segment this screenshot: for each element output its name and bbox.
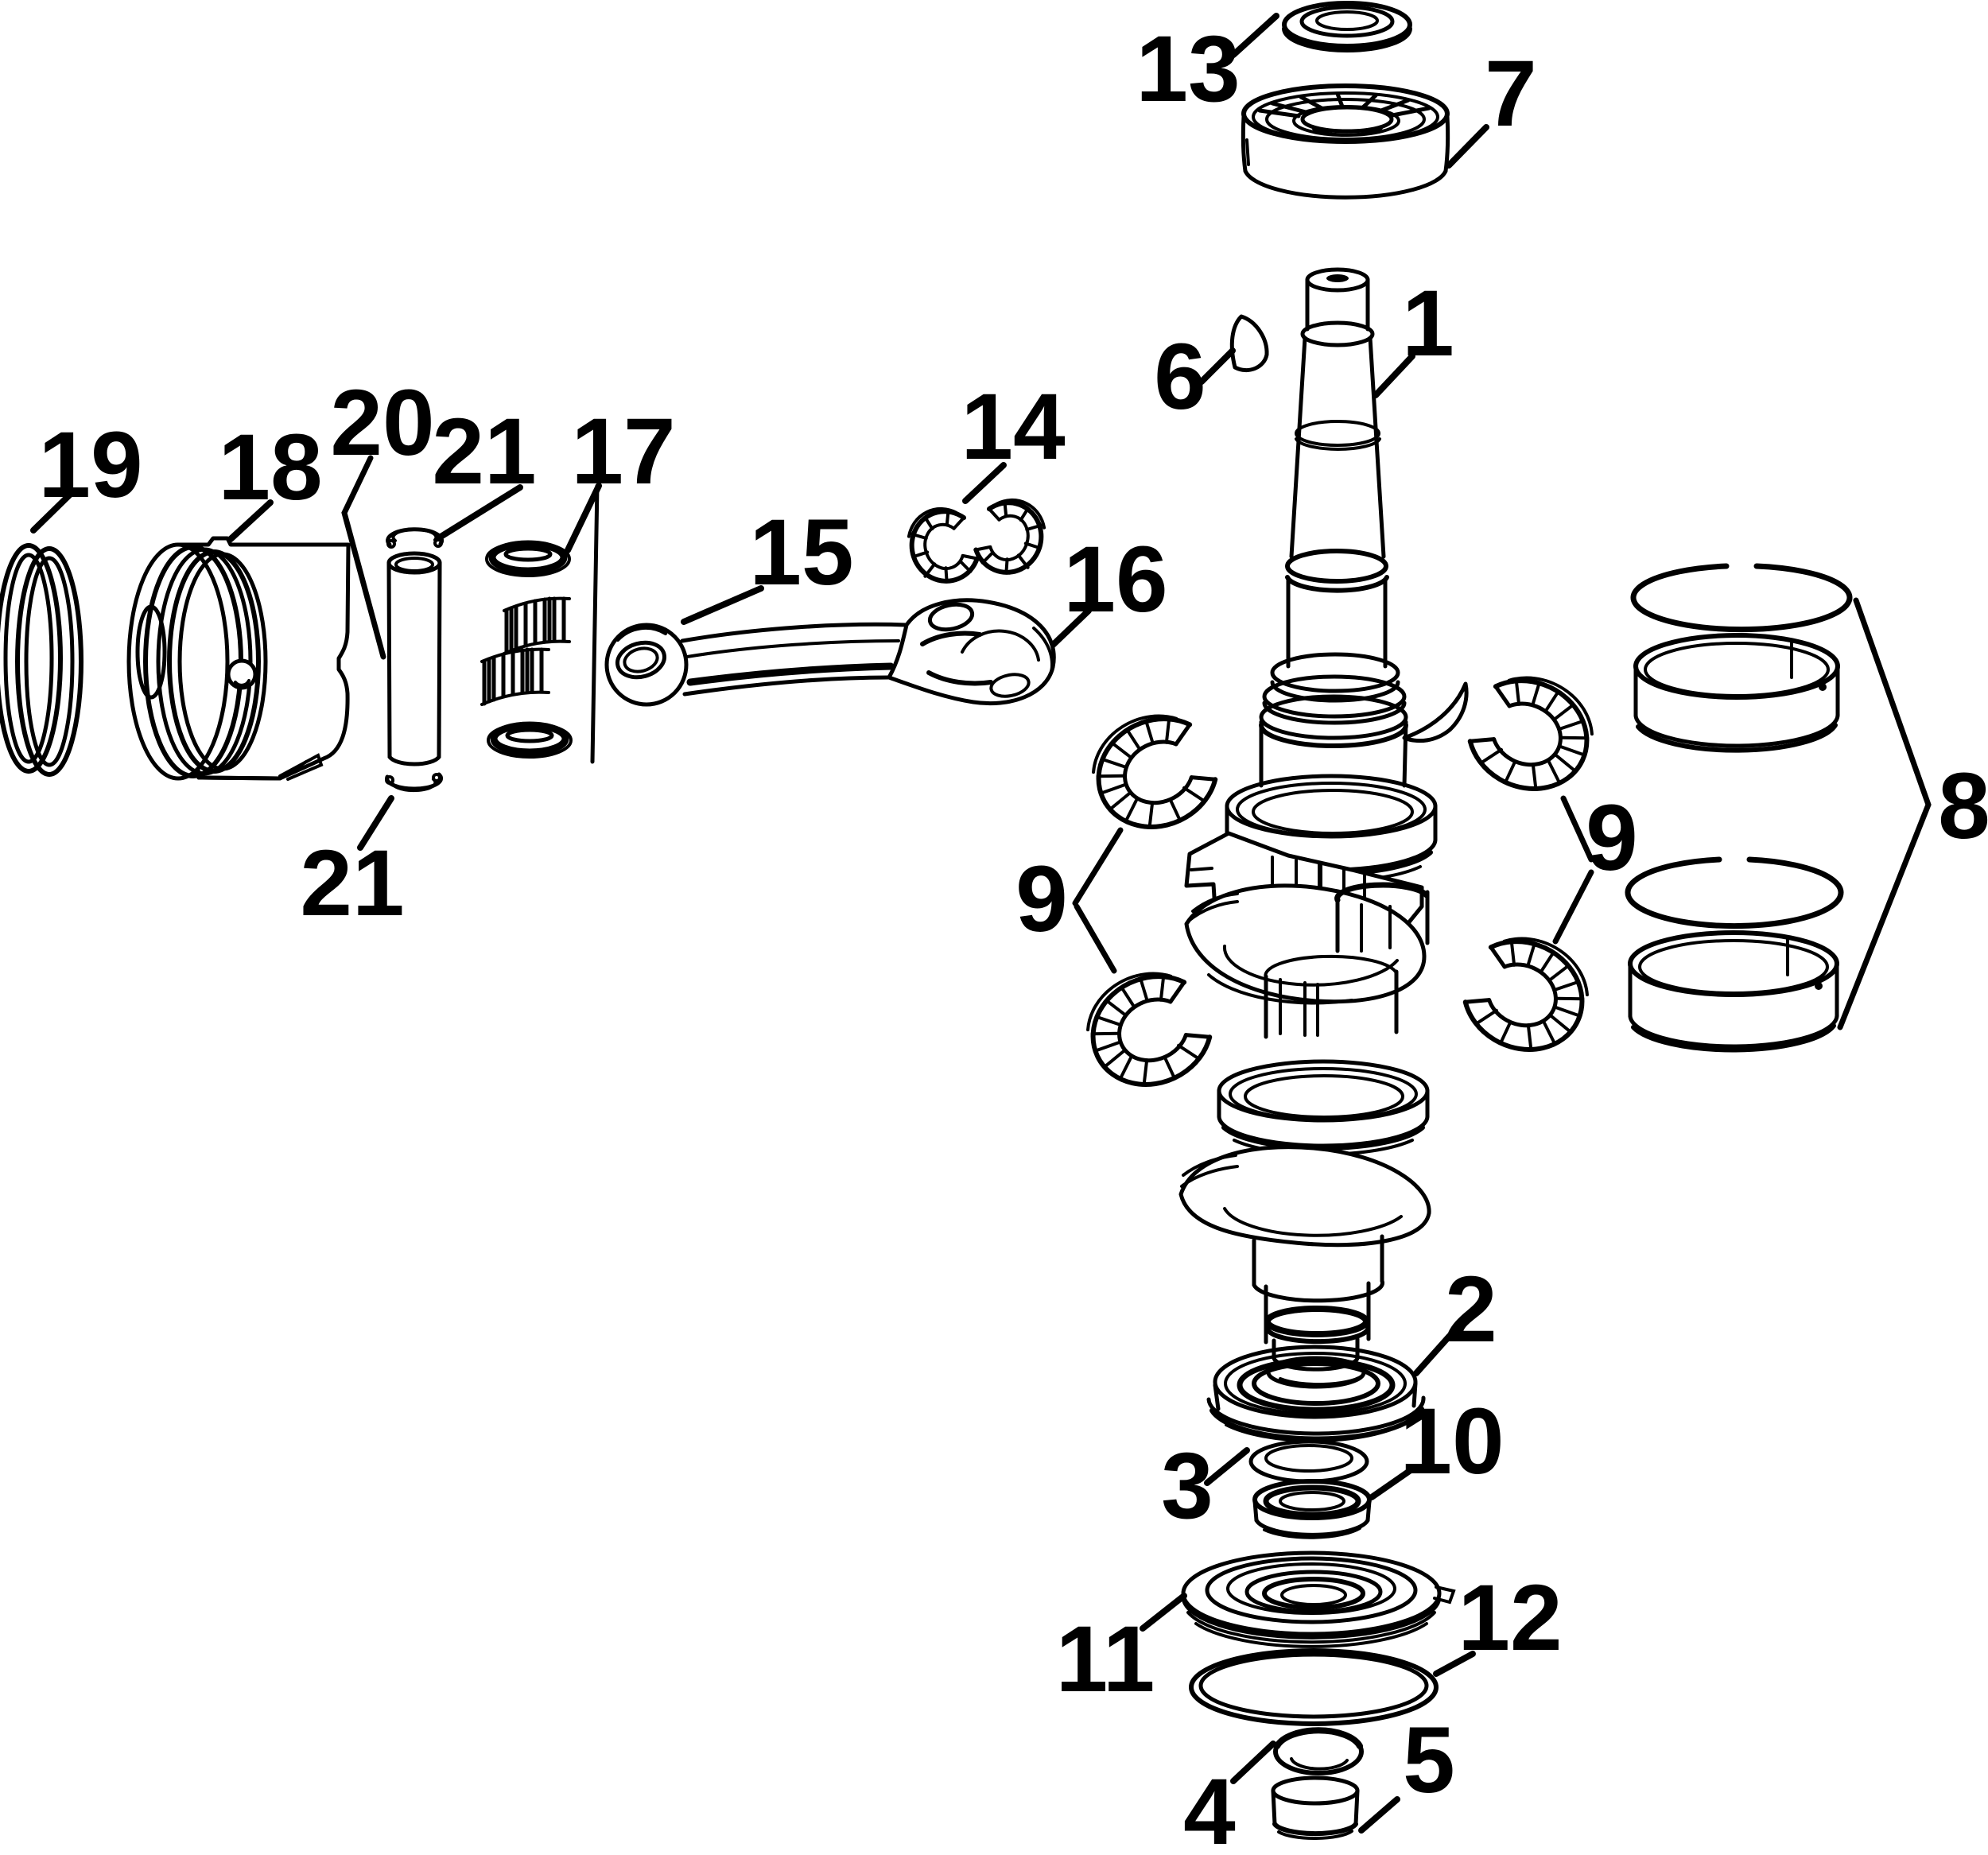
svg-text:14: 14: [961, 374, 1065, 479]
svg-text:2: 2: [1445, 1257, 1497, 1362]
svg-text:15: 15: [749, 500, 853, 605]
svg-text:5: 5: [1403, 1708, 1455, 1813]
svg-text:11: 11: [1056, 1607, 1155, 1712]
svg-text:19: 19: [38, 413, 142, 518]
svg-text:10: 10: [1400, 1389, 1504, 1494]
svg-text:17: 17: [571, 399, 675, 504]
svg-text:9: 9: [1015, 847, 1068, 952]
svg-text:3: 3: [1161, 1434, 1213, 1539]
svg-text:6: 6: [1154, 324, 1206, 429]
svg-text:21: 21: [300, 831, 404, 936]
svg-text:8: 8: [1938, 754, 1988, 859]
svg-text:7: 7: [1485, 41, 1537, 146]
svg-text:9: 9: [1586, 786, 1638, 891]
svg-text:4: 4: [1183, 1760, 1236, 1855]
svg-text:13: 13: [1136, 17, 1240, 122]
svg-text:20: 20: [330, 371, 434, 475]
